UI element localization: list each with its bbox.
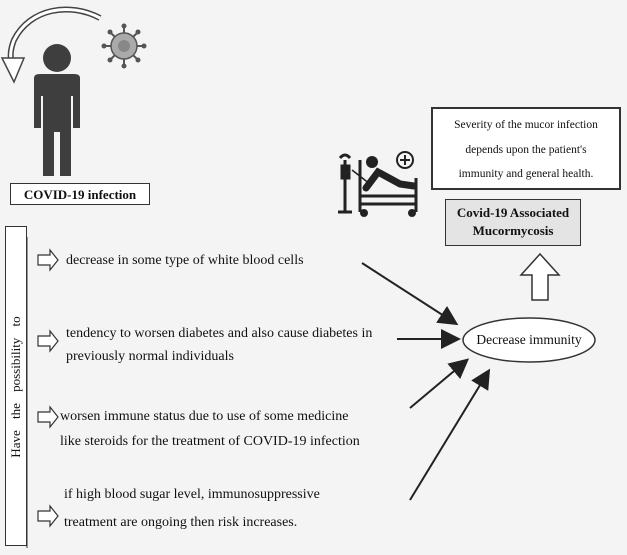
- decrease-immunity-ellipse: [462, 317, 596, 363]
- covid-infection-box: COVID-19 infection: [10, 183, 150, 205]
- hollow-arrows: [37, 248, 59, 528]
- up-arrow: [519, 252, 561, 301]
- cause-4-line1: if high blood sugar level, immunosuppres…: [64, 487, 320, 502]
- curved-arrow-icon: [0, 6, 102, 84]
- covid-infection-label: COVID-19 infection: [23, 187, 137, 202]
- camm-line1: Covid-19 Associated: [456, 205, 570, 220]
- hospital-bed-icon: [338, 151, 418, 217]
- converging-arrows: [361, 262, 491, 501]
- camm-box: Covid-19 Associated Mucormycosis: [445, 199, 581, 246]
- side-label: Have the possibility to: [8, 316, 23, 458]
- camm-line2: Mucormycosis: [472, 223, 554, 238]
- severity-box: Severity of the mucor infection depends …: [431, 107, 621, 190]
- severity-line3: immunity and general health.: [458, 168, 594, 180]
- virus-icon: [101, 23, 147, 69]
- decrease-immunity-label: Decrease immunity: [476, 332, 582, 347]
- side-label-box: Have the possibility to: [5, 226, 27, 546]
- severity-line2: depends upon the patient's: [465, 144, 587, 156]
- cause-2-line1: tendency to worsen diabetes and also cau…: [66, 326, 373, 341]
- severity-line1: Severity of the mucor infection: [454, 119, 598, 131]
- cause-2-line2: previously normal individuals: [66, 349, 234, 364]
- cause-4-line2: treatment are ongoing then risk increase…: [64, 515, 298, 530]
- cause-3-line1: worsen immune status due to use of some …: [60, 409, 349, 424]
- cause-1-line1: decrease in some type of white blood cel…: [66, 253, 304, 268]
- person-icon: [34, 44, 80, 176]
- cause-3-line2: like steroids for the treatment of COVID…: [60, 434, 360, 449]
